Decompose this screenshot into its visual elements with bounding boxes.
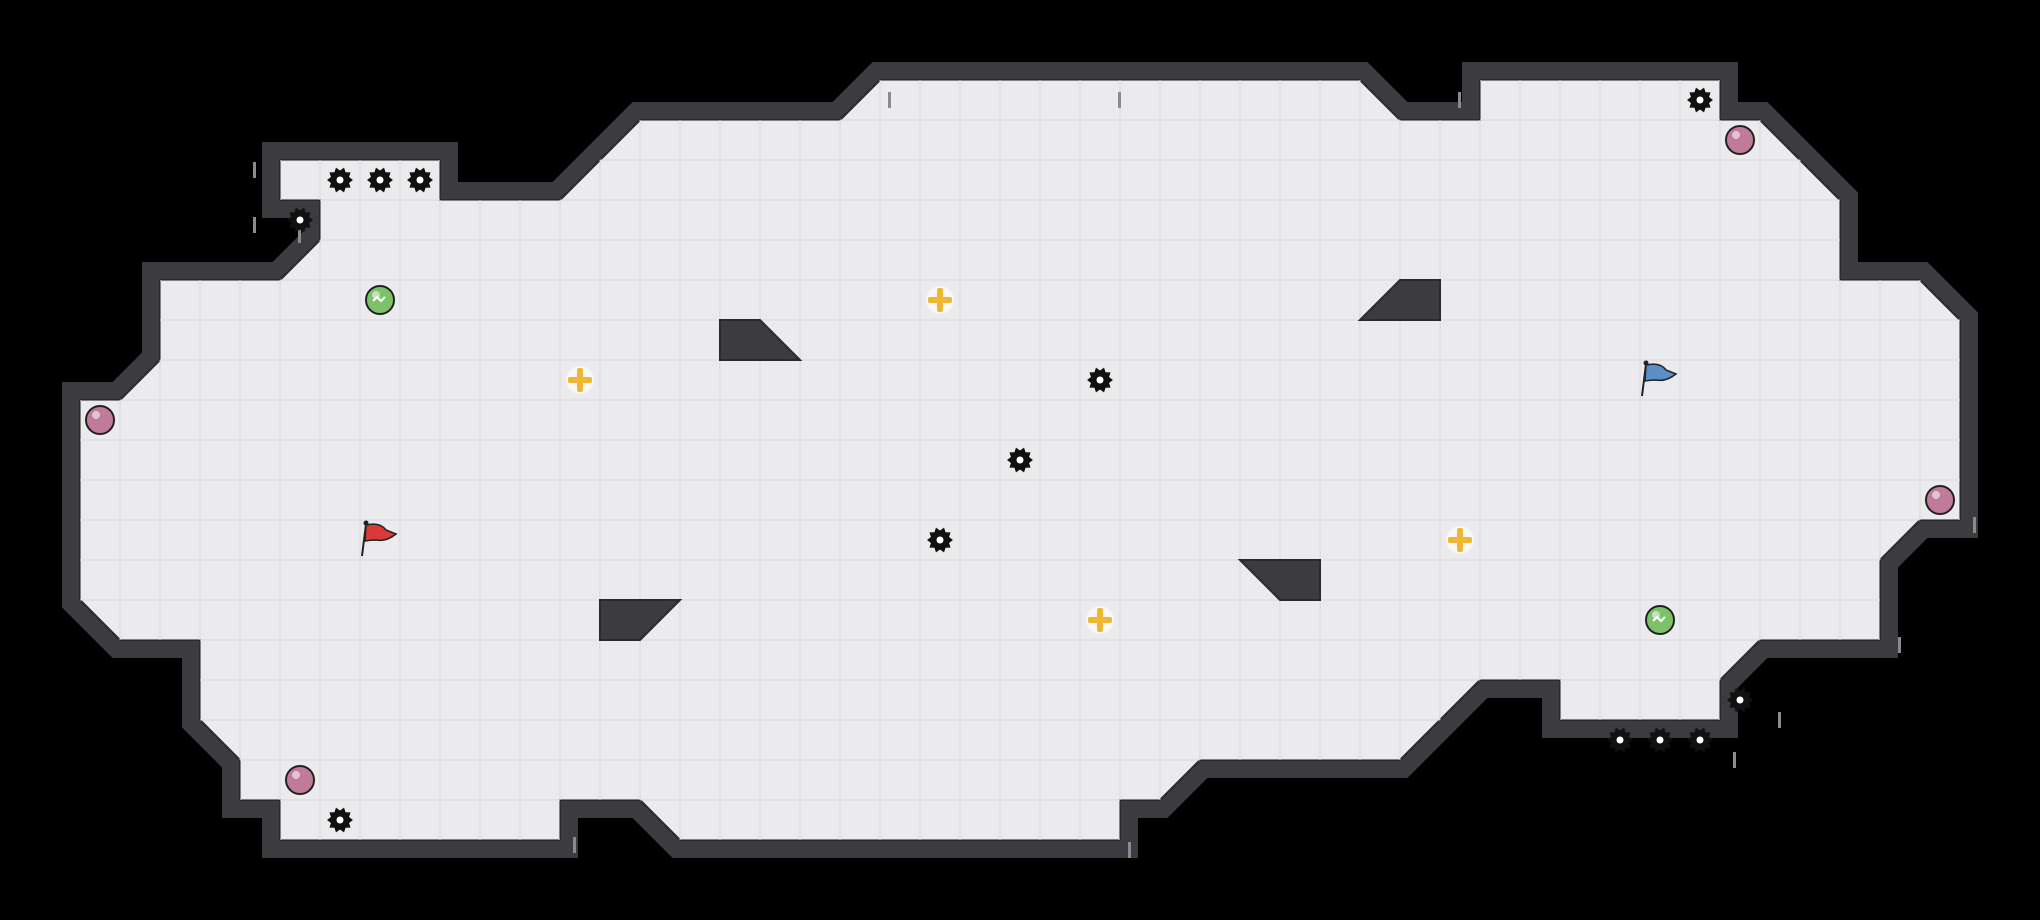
saw-hub — [1096, 376, 1104, 384]
orb-body — [85, 405, 115, 435]
saw-icon — [367, 167, 393, 193]
wall-wedge — [1357, 279, 1441, 321]
pink-orb-icon — [1725, 125, 1755, 155]
wall-notch — [573, 837, 576, 853]
saw-icon — [1727, 687, 1753, 713]
boost-bar-h — [1088, 617, 1112, 623]
boost-plus-icon — [1446, 526, 1474, 554]
saw-icon — [1087, 367, 1113, 393]
boost-plus-icon — [1086, 606, 1114, 634]
boost-plus-icon — [926, 286, 954, 314]
saw-hub — [1656, 736, 1664, 744]
saw-hub — [416, 176, 424, 184]
orb-shine — [1932, 491, 1940, 499]
wall-notch — [253, 162, 256, 178]
saw-icon — [1687, 87, 1713, 113]
saw-icon — [327, 167, 353, 193]
green-orb-icon — [1645, 605, 1675, 635]
flag-cloth — [1644, 363, 1678, 382]
wall-notch — [888, 92, 891, 108]
saw-icon — [407, 167, 433, 193]
wall-notch — [1118, 92, 1121, 108]
saw-hub — [336, 816, 344, 824]
orb-shine — [292, 771, 300, 779]
saw-icon — [927, 527, 953, 553]
wall-notch — [1898, 637, 1901, 653]
saw-icon — [327, 807, 353, 833]
wall-wedge — [1237, 559, 1321, 601]
saw-icon — [1607, 727, 1633, 753]
saw-icon — [1647, 727, 1673, 753]
saw-hub — [336, 176, 344, 184]
wall-notch — [1778, 712, 1781, 728]
green-orb-icon — [365, 285, 395, 315]
saw-hub — [936, 536, 944, 544]
wall-wedge — [719, 319, 803, 361]
saw-hub — [1696, 96, 1704, 104]
saw-hub — [1736, 696, 1744, 704]
orb-body — [285, 765, 315, 795]
boost-bar-h — [1448, 537, 1472, 543]
saw-hub — [296, 216, 304, 224]
saw-icon — [1687, 727, 1713, 753]
boost-bar-h — [928, 297, 952, 303]
wall-notch — [298, 227, 301, 243]
flag-cloth — [364, 523, 398, 542]
wall-notch — [253, 217, 256, 233]
saw-hub — [376, 176, 384, 184]
orb-shine — [1732, 131, 1740, 139]
wall-notch — [1973, 517, 1976, 533]
flag-knob — [363, 520, 369, 526]
orb-body — [1925, 485, 1955, 515]
red-flag-icon — [361, 520, 398, 557]
saw-hub — [1016, 456, 1024, 464]
pink-orb-icon — [285, 765, 315, 795]
pink-orb-icon — [85, 405, 115, 435]
orb-body — [1725, 125, 1755, 155]
orb-zigzag — [372, 295, 386, 303]
boost-bar-h — [568, 377, 592, 383]
wall-notch — [1458, 92, 1461, 108]
orb-zigzag — [1652, 615, 1666, 623]
boost-plus-icon — [566, 366, 594, 394]
saw-hub — [1696, 736, 1704, 744]
blue-flag-icon — [1641, 360, 1678, 397]
flag-knob — [1643, 360, 1649, 366]
saw-icon — [1007, 447, 1033, 473]
wall-notch — [1128, 842, 1131, 858]
saw-hub — [1616, 736, 1624, 744]
wall-wedge — [599, 599, 683, 641]
saw-icon — [287, 207, 313, 233]
pink-orb-icon — [1925, 485, 1955, 515]
wall-notch — [1733, 752, 1736, 768]
orb-shine — [92, 411, 100, 419]
